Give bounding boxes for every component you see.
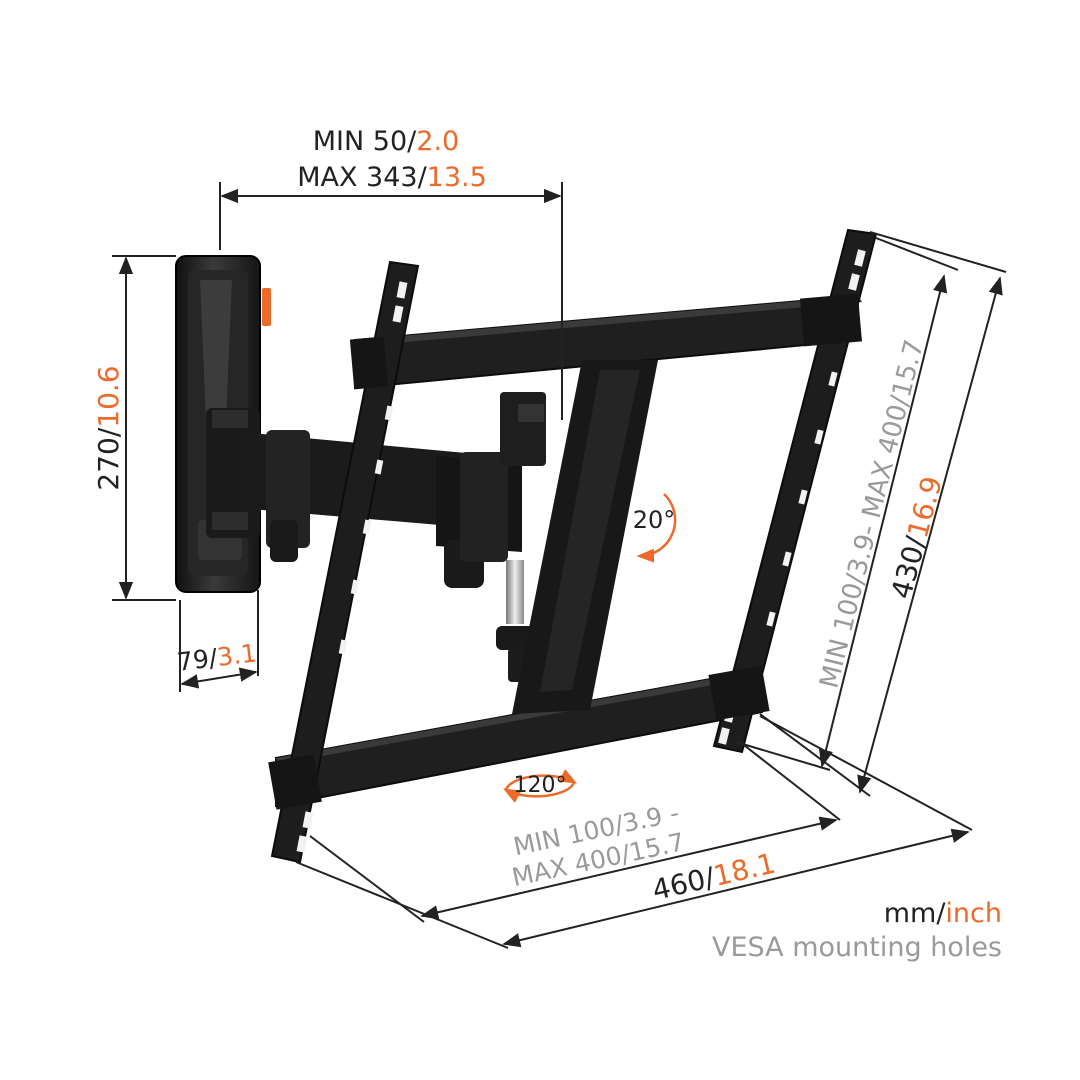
tilt-head <box>496 392 546 682</box>
wall-plate-depth-label: 79/3.1 <box>175 638 258 677</box>
swivel-arrow-icon <box>502 769 578 803</box>
wall-plate-height-label: 270/10.6 <box>92 365 125 490</box>
swivel-angle-label: 120° <box>514 773 567 798</box>
frame-height-label: 430/16.9 <box>885 473 949 603</box>
left-strap <box>270 260 420 864</box>
arm-extension-min-label: MIN 50/2.0 <box>313 126 459 157</box>
chrome-pole <box>506 560 524 624</box>
tilt-angle-label: 20° <box>633 506 676 534</box>
arm-extension-max-label: MAX 343/13.5 <box>297 162 487 193</box>
dimension-lines <box>112 182 1007 949</box>
units-legend: mm/inch <box>884 898 1002 929</box>
vesa-legend: VESA mounting holes <box>712 932 1002 963</box>
tilt-arrow-icon <box>636 493 677 563</box>
lock-tab-icon <box>262 288 271 326</box>
product-illustration <box>175 228 878 864</box>
articulating-arm <box>240 430 522 588</box>
